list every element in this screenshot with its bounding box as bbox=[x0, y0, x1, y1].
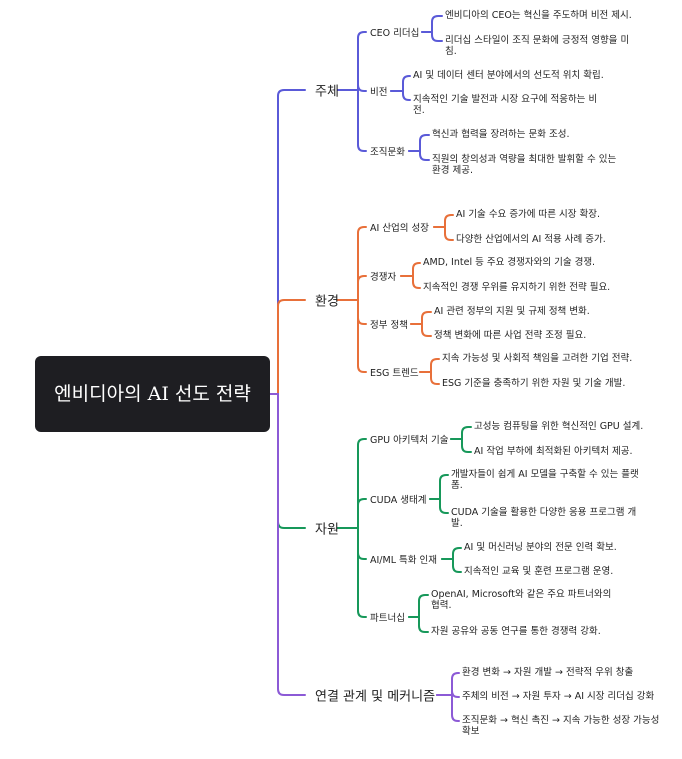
subbranch-connector bbox=[337, 498, 367, 529]
leaf-connector bbox=[390, 90, 411, 101]
leaf-connector bbox=[421, 31, 443, 42]
leaf-connector bbox=[433, 226, 454, 241]
subbranch-connector bbox=[337, 226, 367, 301]
leaf-text: AMD, Intel 등 주요 경쟁자와의 기술 경쟁. bbox=[423, 257, 596, 268]
leaf-text: 지속적인 교육 및 훈련 프로그램 운영. bbox=[464, 566, 614, 577]
subbranch-label[interactable]: ESG 트렌드 bbox=[370, 368, 419, 379]
leaf-connector bbox=[408, 134, 430, 152]
leaf-text: AI 관련 정부의 지원 및 규제 정책 변화. bbox=[434, 306, 590, 317]
leaf-connector bbox=[436, 694, 460, 722]
leaf-connector bbox=[429, 474, 449, 500]
subbranch-label[interactable]: 파트너십 bbox=[370, 613, 405, 624]
root-title: 엔비디아의 AI 선도 전략 bbox=[54, 382, 251, 405]
subbranch-connector bbox=[337, 299, 367, 325]
leaf-connector bbox=[419, 358, 440, 373]
leaf-text: 개발자들이 쉽게 AI 모델을 구축할 수 있는 플랫폼. bbox=[451, 469, 639, 491]
leaf-text: 고성능 컴퓨팅을 위한 혁신적인 GPU 설계. bbox=[474, 421, 644, 432]
branch-connector bbox=[269, 299, 306, 395]
subbranch-connector bbox=[337, 438, 367, 529]
root-node[interactable]: 엔비디아의 AI 선도 전략 bbox=[35, 356, 270, 432]
leaf-text: AI 및 데이터 센터 분야에서의 선도적 위치 확립. bbox=[413, 70, 604, 81]
leaf-text: 직원의 창의성과 역량을 최대한 발휘할 수 있는 환경 제공. bbox=[432, 154, 617, 176]
subbranch-label[interactable]: CUDA 생태계 bbox=[370, 495, 427, 506]
leaf-connector bbox=[450, 426, 472, 440]
subbranch-connector bbox=[337, 527, 367, 560]
branch-connector bbox=[269, 393, 306, 696]
leaf-text: 지속적인 기술 발전과 시장 요구에 적응하는 비전. bbox=[413, 94, 598, 116]
subbranch-connector bbox=[337, 299, 367, 373]
leaf-connector bbox=[436, 690, 460, 698]
leaf-connector bbox=[421, 15, 443, 33]
leaf-connector bbox=[450, 438, 472, 453]
subbranch-label[interactable]: GPU 아키텍처 기술 bbox=[370, 435, 449, 446]
branch-label[interactable]: 주체 bbox=[315, 84, 339, 100]
leaf-connector bbox=[429, 498, 449, 514]
branch-connector bbox=[269, 89, 306, 395]
leaf-text: 지속 가능성 및 사회적 책임을 고려한 기업 전략. bbox=[442, 353, 633, 364]
subbranch-connector bbox=[337, 31, 367, 91]
leaf-text: 환경 변화 → 자원 개발 → 전략적 우위 창출 bbox=[462, 667, 634, 678]
leaf-text: 자원 공유와 공동 연구를 통한 경쟁력 강화. bbox=[431, 626, 601, 637]
leaf-text: AI 및 머신러닝 분야의 전문 인력 확보. bbox=[464, 542, 617, 553]
subbranch-label[interactable]: AI/ML 특화 인재 bbox=[370, 555, 437, 566]
leaf-text: AI 작업 부하에 최적화된 아키텍처 제공. bbox=[474, 446, 633, 457]
subbranch-connector bbox=[337, 275, 367, 301]
leaf-text: 다양한 산업에서의 AI 적용 사례 증가. bbox=[456, 234, 606, 245]
leaf-text: CUDA 기술을 활용한 다양한 응용 프로그램 개발. bbox=[451, 507, 637, 529]
branch-connector bbox=[269, 393, 306, 529]
leaf-connector bbox=[408, 616, 429, 633]
subbranch-label[interactable]: 정부 정책 bbox=[370, 320, 408, 331]
subbranch-label[interactable]: 경쟁자 bbox=[370, 272, 397, 283]
leaf-text: 혁신과 협력을 장려하는 문화 조성. bbox=[432, 129, 570, 140]
leaf-connector bbox=[410, 323, 432, 337]
leaf-text: ESG 기준을 충족하기 위한 자원 및 기술 개발. bbox=[442, 378, 626, 389]
subbranch-label[interactable]: 비전 bbox=[370, 87, 388, 98]
subbranch-label[interactable]: 조직문화 bbox=[370, 147, 405, 158]
leaf-connector bbox=[410, 311, 432, 325]
branch-label[interactable]: 연결 관계 및 메커니즘 bbox=[315, 689, 436, 705]
leaf-text: 지속적인 경쟁 우위를 유지하기 위한 전략 필요. bbox=[423, 282, 611, 293]
leaf-connector bbox=[441, 558, 462, 573]
subbranch-connector bbox=[337, 527, 367, 618]
branch-label[interactable]: 자원 bbox=[315, 522, 339, 538]
leaf-connector bbox=[436, 672, 460, 696]
leaf-text: AI 기술 수요 증가에 따른 시장 확장. bbox=[456, 209, 601, 220]
leaf-text: 조직문화 → 혁신 촉진 → 지속 가능한 성장 가능성 확보 bbox=[462, 715, 660, 737]
leaf-connector bbox=[441, 547, 462, 560]
leaf-connector bbox=[419, 371, 440, 385]
leaf-connector bbox=[408, 150, 430, 161]
leaf-connector bbox=[400, 262, 421, 277]
subbranch-label[interactable]: AI 산업의 성장 bbox=[370, 223, 430, 234]
leaf-text: 정책 변화에 따른 사업 전략 조정 필요. bbox=[434, 330, 587, 341]
leaf-text: 엔비디아의 CEO는 혁신을 주도하며 비전 제시. bbox=[445, 10, 632, 21]
leaf-text: 주체의 비전 → 자원 투자 → AI 시장 리더십 강화 bbox=[462, 691, 655, 702]
subbranch-connector bbox=[337, 84, 367, 92]
branch-label[interactable]: 환경 bbox=[315, 294, 339, 310]
subbranch-connector bbox=[337, 89, 367, 152]
leaf-connector bbox=[400, 275, 421, 289]
leaf-text: OpenAI, Microsoft와 같은 주요 파트너와의 협력. bbox=[431, 589, 612, 611]
leaf-connector bbox=[433, 214, 454, 228]
subbranch-label[interactable]: CEO 리더십 bbox=[370, 28, 420, 39]
leaf-connector bbox=[408, 594, 429, 618]
leaf-connector bbox=[390, 75, 411, 92]
leaf-text: 리더십 스타일이 조직 문화에 긍정적 영향을 미침. bbox=[445, 35, 630, 57]
